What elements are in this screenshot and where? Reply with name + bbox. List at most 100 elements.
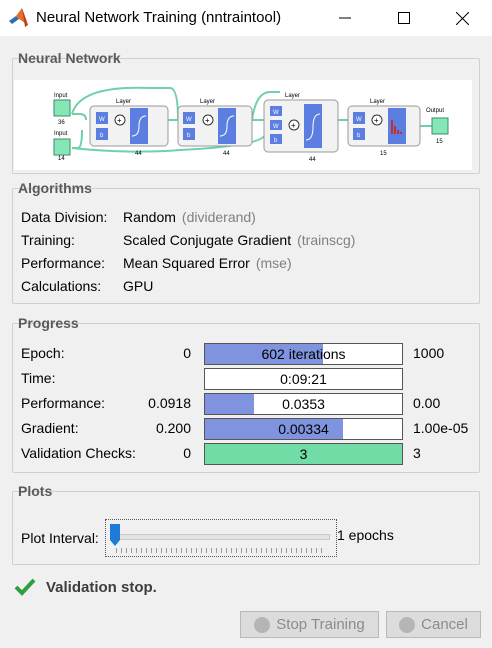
algorithm-value-calculations: GPU [123,278,154,294]
input-size-1: 36 [58,120,65,126]
svg-text:W: W [273,110,279,116]
svg-text:W: W [356,117,362,123]
checkmark-icon [14,578,36,596]
progress-bar-text: 602 iterations [261,346,346,362]
layer-size-1: 44 [135,151,142,157]
layer-block-1: Layer W b + 44 [89,99,169,157]
layer-label-2: Layer [200,99,215,105]
progress-bar-fill [205,444,402,464]
layer-block-3: Layer W W b + 44 [263,93,339,163]
close-button[interactable] [433,0,491,36]
plots-heading: Plots [18,483,53,499]
plots-group: Plot Interval: 1 epochs [12,491,480,565]
algorithm-label-training: Training: [21,232,75,248]
progress-bar-text: 3 [299,446,308,462]
stop-training-label: Stop Training [276,616,365,633]
minimize-button[interactable] [316,0,374,36]
input-size-2: 14 [58,156,65,162]
svg-text:b: b [100,133,104,139]
algorithm-label-performance: Performance: [21,255,106,271]
progress-max-value: 1000 [413,345,445,361]
layer-size-3: 44 [309,157,316,163]
progress-bar: 3 [204,443,403,465]
cancel-icon [399,616,416,633]
progress-min-value: 0 [183,445,191,461]
layer-block-2: Layer W b + 44 [177,99,253,157]
progress-min-value: 0.200 [155,420,191,436]
progress-bar-fill [205,419,343,439]
svg-text:b: b [187,133,191,139]
plot-interval-value: 1 epochs [337,527,394,543]
svg-text:+: + [117,116,122,125]
progress-label: Gradient: [21,420,79,436]
algorithm-label-data-division: Data Division: [21,209,108,225]
maximize-button[interactable] [375,0,433,36]
output-size: 15 [436,139,443,145]
status-text: Validation stop. [46,578,157,596]
window-title: Neural Network Training (nntraintool) [36,9,282,26]
progress-bar: 602 iterations [204,343,403,365]
matlab-logo-icon [9,8,28,27]
layer-label-1: Layer [116,99,131,105]
slider-ticks [116,548,326,553]
algorithm-value-performance: Mean Squared Error(mse) [123,255,292,271]
layer-block-4: Layer W b + 15 [347,99,421,157]
input-block-1: Input 36 [53,93,71,126]
progress-min-value: 0 [183,345,191,361]
algorithm-value-data-division: Random(dividerand) [123,209,256,225]
input-block-2: Input 14 [53,131,71,162]
svg-text:W: W [99,117,105,123]
stop-training-button[interactable]: Stop Training [240,611,379,638]
layer-size-2: 44 [223,151,230,157]
algorithms-heading: Algorithms [18,180,92,196]
progress-max-value: 1.00e-05 [413,420,469,436]
progress-bar-fill [205,394,255,414]
progress-bar-text: 0:09:21 [280,371,327,387]
layer-label-4: Layer [370,99,385,105]
progress-bar: 0.00334 [204,418,403,440]
maximize-icon [398,12,410,24]
svg-text:+: + [205,116,210,125]
progress-label: Time: [21,370,56,386]
minimize-icon [339,17,351,19]
cancel-label: Cancel [421,616,468,633]
svg-text:b: b [357,133,361,139]
algorithm-value-training: Scaled Conjugate Gradient(trainscg) [123,232,356,248]
progress-label: Validation Checks: [21,445,136,461]
output-label: Output [426,108,444,114]
svg-text:W: W [186,117,192,123]
title-bar: Neural Network Training (nntraintool) [0,0,492,36]
progress-min-value: 0.0918 [148,395,191,411]
close-icon [455,11,469,25]
algorithm-label-calculations: Calculations: [21,278,102,294]
progress-bar-text: 0.0353 [282,396,325,412]
progress-bar-text: 0.00334 [278,421,329,437]
cancel-button[interactable]: Cancel [386,611,481,638]
svg-text:b: b [274,138,278,144]
layer-size-4: 15 [380,151,387,157]
network-diagram: Input 36 Input 14 Layer W b + 44 Layer W… [14,80,472,170]
layer-label-3: Layer [285,93,300,99]
svg-text:+: + [374,116,379,125]
plot-interval-slider[interactable] [105,519,337,557]
neural-network-heading: Neural Network [18,50,121,66]
progress-label: Performance: [21,395,106,411]
progress-bar: 0.0353 [204,393,403,415]
status-area: Validation stop. [14,578,157,596]
plot-interval-label: Plot Interval: [21,530,99,546]
progress-label: Epoch: [21,345,65,361]
progress-heading: Progress [18,315,79,331]
input-label-1: Input [54,93,68,99]
svg-text:W: W [273,124,279,130]
progress-max-value: 3 [413,445,421,461]
algorithms-group: Data Division: Random(dividerand) Traini… [12,188,480,304]
progress-max-value: 0.00 [413,395,441,411]
svg-text:+: + [291,121,296,130]
slider-thumb[interactable] [110,524,120,546]
progress-bar-fill [205,344,324,364]
progress-bar: 0:09:21 [204,368,403,390]
stop-icon [254,616,271,633]
input-label-2: Input [54,131,68,137]
slider-track [112,534,330,540]
